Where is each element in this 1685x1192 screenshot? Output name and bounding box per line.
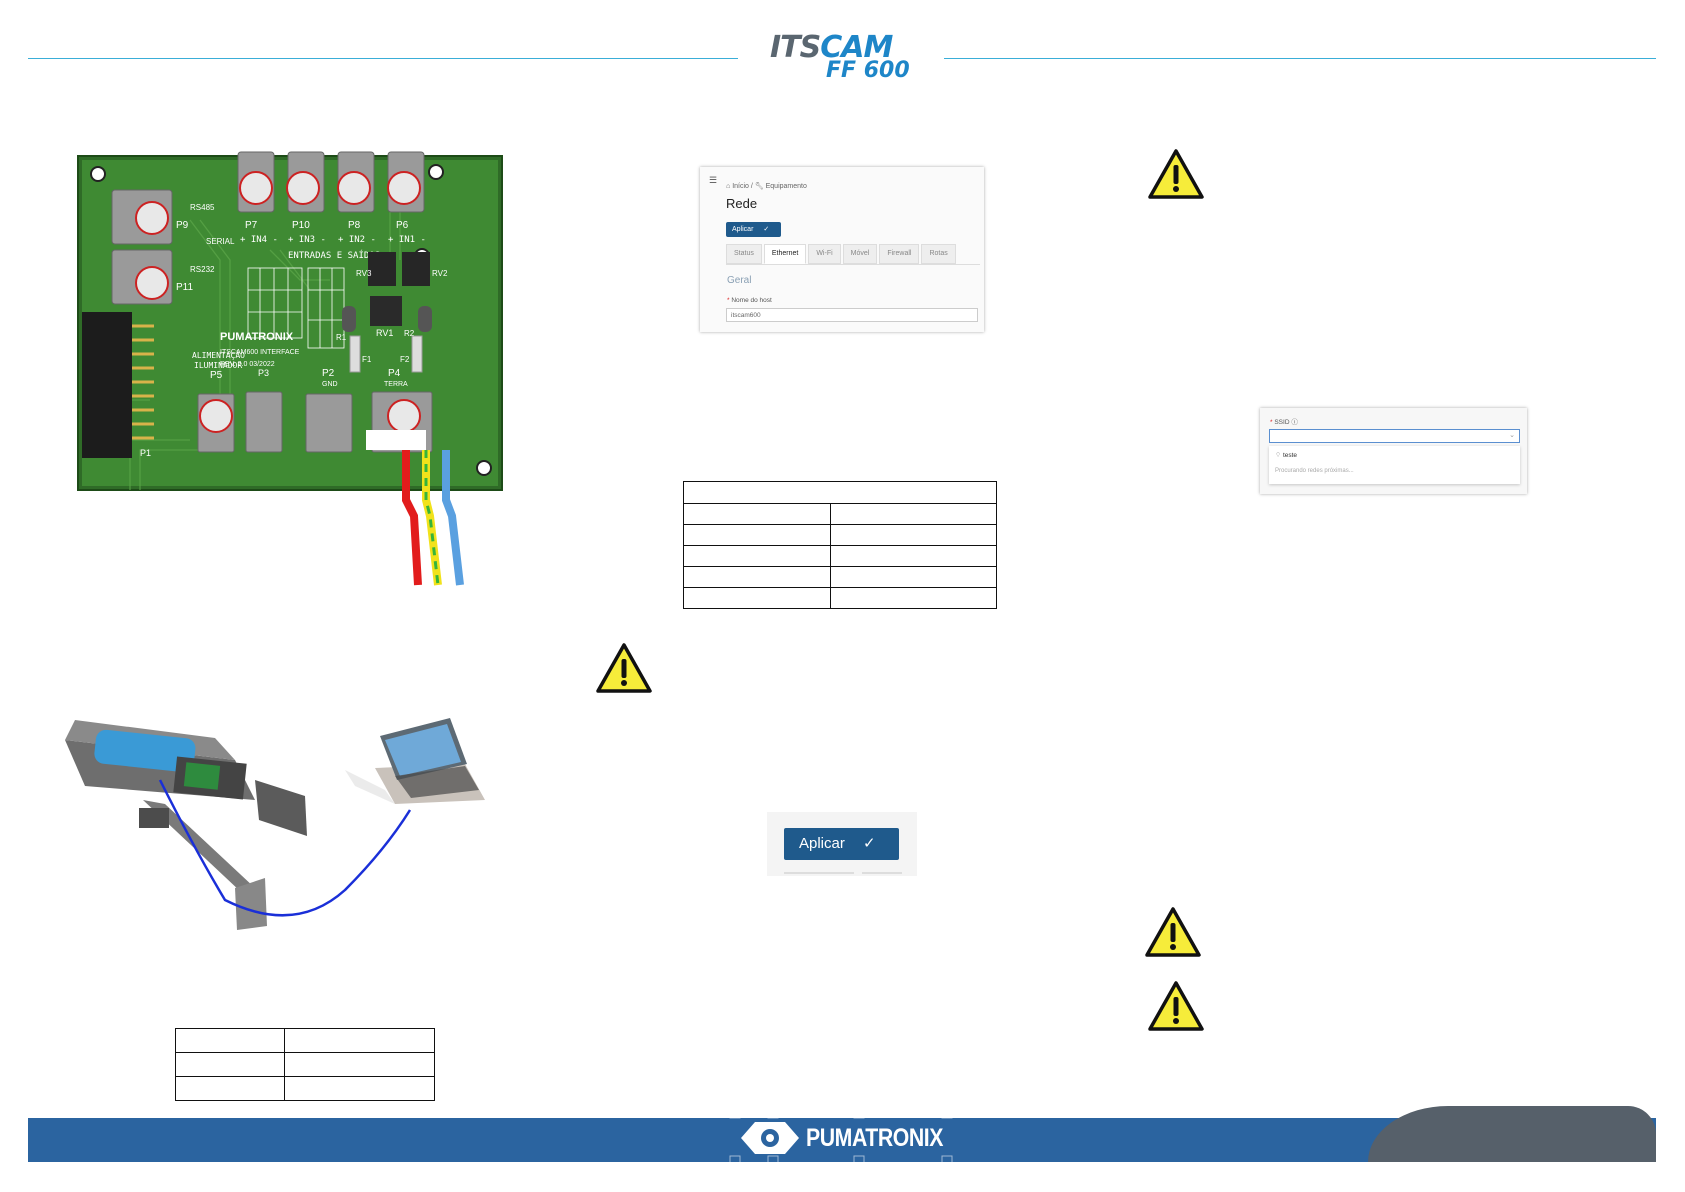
apply-button-label: Aplicar <box>732 226 754 233</box>
header-rule-right <box>944 58 1656 59</box>
label-p2-gnd: GND <box>322 381 338 388</box>
io-title: ENTRADAS E SAÍDAS <box>288 249 380 261</box>
apply-button[interactable]: Aplicar ✓ <box>726 222 781 237</box>
wifi-icon: ⌔ <box>1275 452 1282 459</box>
label-f2: F2 <box>400 355 410 364</box>
wire-blue <box>442 450 464 586</box>
wrench-icon: 🔧︎ <box>754 183 764 190</box>
hostname-label: * Nome do host <box>727 297 772 304</box>
table-row <box>683 566 997 588</box>
footer-page-tab <box>1368 1106 1656 1162</box>
pcb-revision: REV. 2.0 03/2022 <box>220 361 275 368</box>
pumatronix-logo-icon <box>729 1105 953 1171</box>
ssid-input[interactable]: ⌄ <box>1269 429 1520 443</box>
tab-ethernet[interactable]: Ethernet <box>763 244 807 264</box>
warning-icon <box>1148 149 1204 199</box>
apply-button-large-label: Aplicar <box>799 835 845 852</box>
label-rv1: RV1 <box>376 328 393 338</box>
tabs-bar: Status Ethernet Wi-Fi Móvel Firewall Rot… <box>726 244 980 265</box>
label-p4: P4 <box>388 368 401 379</box>
footer-brand: PUMATRONIX <box>806 1124 944 1152</box>
home-icon: ⌂ <box>726 183 731 190</box>
table-row <box>683 587 997 609</box>
terminal-in2: + IN2 - <box>338 235 376 245</box>
label-p4-terra: TERRA <box>384 381 408 388</box>
ff600-logo: FF 600 <box>826 58 910 83</box>
menu-icon[interactable]: ☰ <box>709 175 718 185</box>
network-cable <box>158 779 412 917</box>
tab-firewall[interactable]: Firewall <box>879 244 920 264</box>
pcb-diagram: + IN4 - + IN3 - + IN2 - + IN1 - ENTRADAS… <box>77 151 503 586</box>
itscam-logo: ITSCAM <box>770 30 893 65</box>
label-p11: P11 <box>176 282 193 293</box>
label-f1: F1 <box>362 355 372 364</box>
table-row <box>175 1028 435 1053</box>
label-p9: P9 <box>176 220 189 231</box>
terminal-in3: + IN3 - <box>288 235 326 245</box>
tab-movel[interactable]: Móvel <box>842 244 878 264</box>
apply-button-large[interactable]: Aplicar ✓ <box>784 828 899 860</box>
tab-wifi[interactable]: Wi-Fi <box>808 244 841 264</box>
breadcrumb-home[interactable]: Início <box>732 183 749 190</box>
table-row <box>683 524 997 546</box>
label-p3: P3 <box>258 368 269 378</box>
mount-hole <box>428 164 444 180</box>
specs-table-left <box>175 1028 435 1101</box>
label-r1: R1 <box>336 333 347 342</box>
pcb-brand: PUMATRONIX <box>220 331 294 343</box>
label-p6: P6 <box>396 220 409 231</box>
tab-status[interactable]: Status <box>726 244 762 264</box>
label-p10: P10 <box>292 220 310 231</box>
wire-red <box>402 450 422 586</box>
warning-icon <box>596 643 652 693</box>
breadcrumb-page[interactable]: Equipamento <box>765 183 807 190</box>
table-row <box>683 503 997 525</box>
rs485-label: RS485 <box>190 203 215 212</box>
chevron-down-icon: ⌄ <box>1509 432 1515 439</box>
label-rv3: RV3 <box>356 269 372 278</box>
breadcrumb-separator: / <box>750 183 753 190</box>
info-icon: ⓘ <box>1291 419 1298 426</box>
label-p2: P2 <box>322 368 335 379</box>
label-p8: P8 <box>348 220 361 231</box>
page-title: Rede <box>726 196 758 211</box>
check-icon: ✓ <box>863 835 876 852</box>
mount-hole <box>476 460 492 476</box>
header-rule-left <box>28 58 738 59</box>
ssid-dropdown-screenshot: * SSID ⓘ ⌄ ⌔ teste Procurando redes próx… <box>1260 408 1527 494</box>
mount-hole <box>90 166 106 182</box>
specs-table-center <box>683 481 997 609</box>
network-settings-screenshot: ☰ ⌂ Início / 🔧︎ Equipamento Rede Aplicar… <box>700 167 984 332</box>
ssid-label: * SSID ⓘ <box>1270 419 1298 426</box>
section-title: Geral <box>727 275 752 286</box>
terminal-in1: + IN1 - <box>388 235 426 245</box>
table-row <box>683 545 997 567</box>
table-row <box>175 1052 435 1077</box>
label-p5: P5 <box>210 370 223 381</box>
label-p7: P7 <box>245 220 258 231</box>
label-r2: R2 <box>404 329 415 338</box>
apply-button-screenshot: Aplicar ✓ <box>767 812 917 876</box>
warning-icon <box>1145 907 1201 957</box>
ssid-dropdown-menu: ⌔ teste Procurando redes próximas... <box>1269 446 1520 484</box>
serial-label: SERIAL <box>206 237 235 246</box>
tab-rotas[interactable]: Rotas <box>921 244 956 264</box>
terminal-in4: + IN4 - <box>240 235 278 245</box>
pcb-board-name: ITSCAM600 INTERFACE <box>220 349 300 356</box>
table-row <box>175 1076 435 1101</box>
ssid-option[interactable]: ⌔ teste <box>1275 452 1298 459</box>
power-label-1: ALIMENTAÇÃO <box>192 350 245 360</box>
searching-text: Procurando redes próximas... <box>1275 468 1354 474</box>
breadcrumb: ⌂ Início / 🔧︎ Equipamento <box>726 182 807 190</box>
label-rv2: RV2 <box>432 269 448 278</box>
power-label-2: ILUMINADOR <box>194 361 242 370</box>
hostname-input[interactable]: itscam600 <box>726 308 978 322</box>
warning-icon <box>1148 981 1204 1031</box>
check-icon: ✓ <box>763 226 770 233</box>
camera-laptop-diagram <box>65 718 485 930</box>
label-p1: P1 <box>140 448 151 458</box>
rs232-label: RS232 <box>190 265 215 274</box>
table-row <box>683 481 997 504</box>
